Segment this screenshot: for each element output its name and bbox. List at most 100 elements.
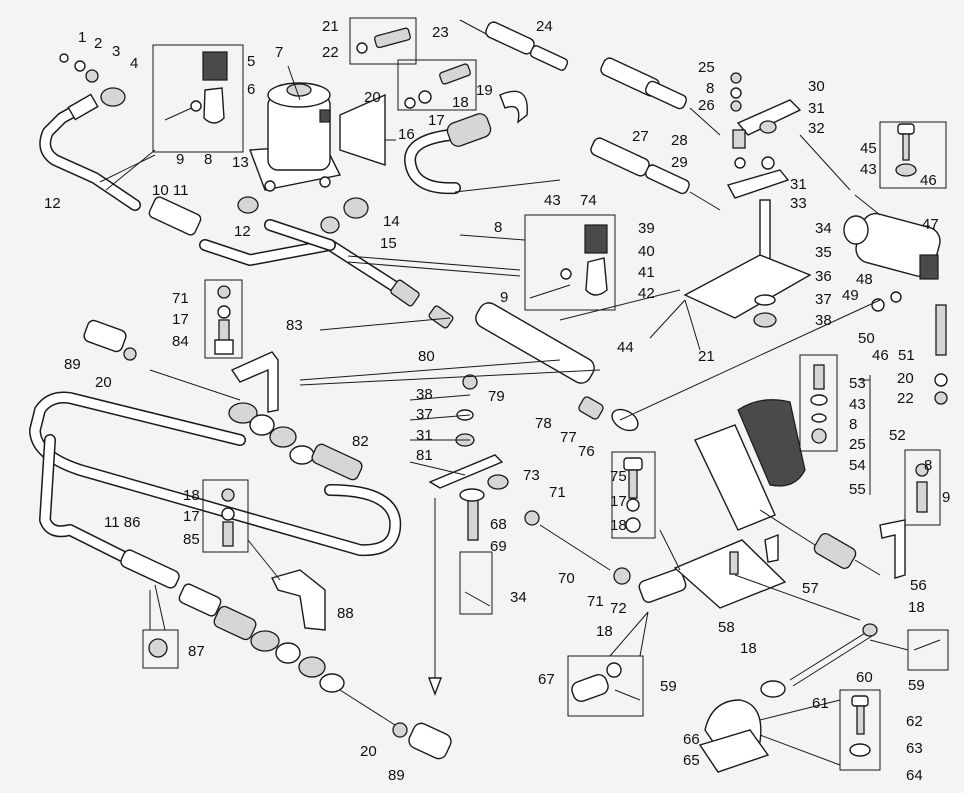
callout-label: 18 — [183, 487, 200, 504]
callout-label: 49 — [842, 287, 859, 304]
callout-label: 70 — [558, 570, 575, 587]
callout-label: 3 — [112, 43, 120, 60]
callout-label: 19 — [476, 82, 493, 99]
callout-label: 37 — [416, 406, 433, 423]
callout-label: 25 — [698, 59, 715, 76]
callout-label: 34 — [510, 589, 527, 606]
callout-label: 81 — [416, 447, 433, 464]
callout-label: 41 — [638, 264, 655, 281]
callout-label: 35 — [815, 244, 832, 261]
callout-label: 8 — [204, 151, 212, 168]
callout-label: 89 — [64, 356, 81, 373]
callout-label: 18 — [908, 599, 925, 616]
callout-label: 12 — [44, 195, 61, 212]
callout-label: 8 — [494, 219, 502, 236]
callout-label: 89 — [388, 767, 405, 784]
callout-label: 53 — [849, 375, 866, 392]
callout-label: 9 — [500, 289, 508, 306]
callout-label: 18 — [610, 517, 627, 534]
fuel-line-middle — [199, 196, 454, 329]
linkage-rod-70 — [459, 474, 687, 615]
callout-label: 73 — [523, 467, 540, 484]
callout-label: 28 — [671, 132, 688, 149]
callout-label: 17 — [172, 311, 189, 328]
callout-label: 57 — [802, 580, 819, 597]
callout-label: 75 — [610, 468, 627, 485]
callout-label: 31 — [808, 100, 825, 117]
callout-label: 34 — [815, 220, 832, 237]
throttle-cable-lower — [120, 549, 452, 760]
callout-label: 21 — [322, 18, 339, 35]
callout-label: 66 — [683, 731, 700, 748]
callout-label: 71 — [549, 484, 566, 501]
callout-label: 36 — [815, 268, 832, 285]
actuator-47 — [843, 121, 948, 405]
callout-label: 13 — [232, 154, 249, 171]
callout-label: 71 — [587, 593, 604, 610]
callout-label: 9 — [176, 151, 184, 168]
callout-label: 29 — [671, 154, 688, 171]
bracket-88 — [202, 479, 326, 631]
callout-label: 88 — [337, 605, 354, 622]
leader-lines — [99, 65, 909, 766]
callout-label: 8 — [849, 416, 857, 433]
hose-19 — [404, 90, 528, 195]
callout-label: 40 — [638, 243, 655, 260]
callout-label: 26 — [698, 97, 715, 114]
callout-label: 67 — [538, 671, 555, 688]
callout-label: 55 — [849, 481, 866, 498]
callout-label: 20 — [364, 89, 381, 106]
callout-label: 7 — [275, 44, 283, 61]
callout-label: 23 — [432, 24, 449, 41]
callout-label: 74 — [580, 192, 597, 209]
fasteners-71-17-84 — [204, 279, 243, 359]
callout-label: 1 — [78, 29, 86, 46]
callout-label: 79 — [488, 388, 505, 405]
clamp-5-6 — [152, 44, 244, 153]
callout-label: 37 — [815, 291, 832, 308]
callout-label: 64 — [906, 767, 923, 784]
callout-label: 56 — [910, 577, 927, 594]
callout-label: 43 — [860, 161, 877, 178]
callout-label: 83 — [286, 317, 303, 334]
callout-label: 46 — [920, 172, 937, 189]
callout-label: 47 — [922, 216, 939, 233]
callout-label: 52 — [889, 427, 906, 444]
callout-label: 43 — [849, 396, 866, 413]
callout-label: 45 — [860, 140, 877, 157]
clamp-39-42 — [524, 214, 616, 311]
callout-label: 44 — [617, 339, 634, 356]
callout-label: 87 — [188, 643, 205, 660]
callout-label: 18 — [452, 94, 469, 111]
callout-label: 59 — [908, 677, 925, 694]
callout-label: 31 — [790, 176, 807, 193]
bracket-83 — [230, 351, 279, 413]
fasteners-75-17-18 — [611, 451, 656, 539]
callout-label: 61 — [812, 695, 829, 712]
callout-label: 62 — [906, 713, 923, 730]
callout-label: 6 — [247, 81, 255, 98]
callout-label: 43 — [544, 192, 561, 209]
callout-label: 50 — [858, 330, 875, 347]
callout-label: 20 — [95, 374, 112, 391]
spring-plate-assembly — [673, 449, 941, 609]
callout-label: 82 — [352, 433, 369, 450]
callout-label: 68 — [490, 516, 507, 533]
callout-label: 48 — [856, 271, 873, 288]
callout-label: 33 — [790, 195, 807, 212]
callout-label: 72 — [610, 600, 627, 617]
callout-label: 69 — [490, 538, 507, 555]
pedal-rod-60 — [698, 623, 949, 773]
callout-label: 17 — [183, 508, 200, 525]
solenoid-unit — [249, 82, 342, 192]
callout-label: 4 — [130, 55, 138, 72]
callout-label: 11 86 — [104, 514, 140, 531]
callout-label: 71 — [172, 290, 189, 307]
callout-label: 38 — [416, 386, 433, 403]
callout-label: 32 — [808, 120, 825, 137]
cable-27 — [454, 137, 721, 211]
callout-label: 38 — [815, 312, 832, 329]
